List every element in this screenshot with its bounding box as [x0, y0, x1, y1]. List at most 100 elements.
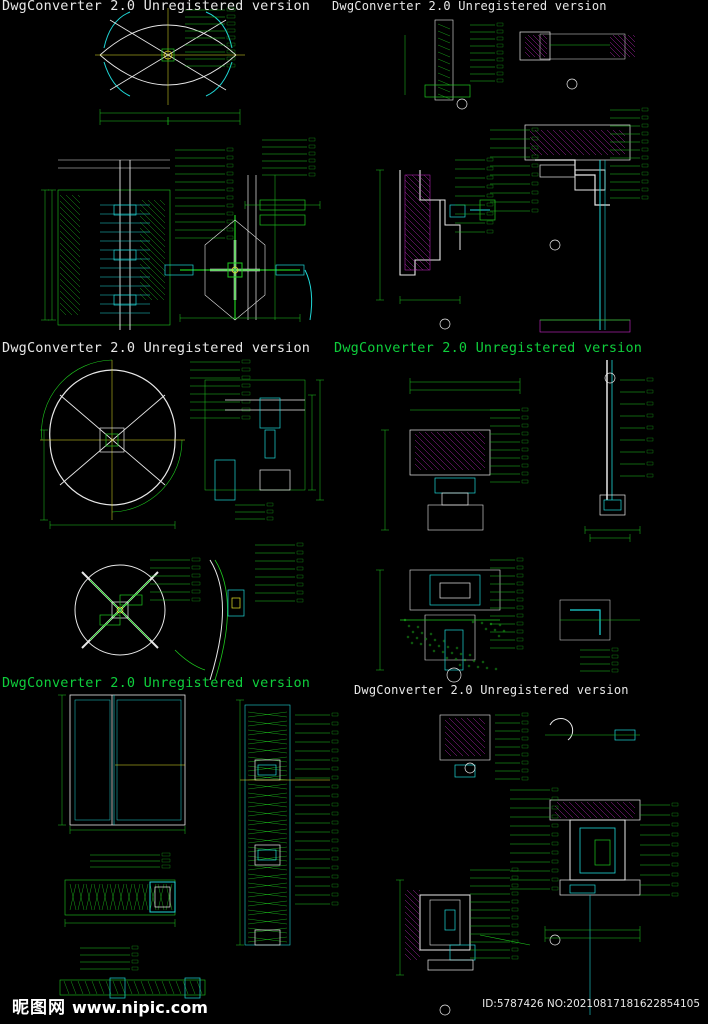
cad-line-129 [139, 209, 166, 236]
cad-line-739 [415, 636, 419, 640]
cad-line-659 [521, 431, 529, 436]
cad-line-914 [404, 947, 418, 961]
cad-line-245 [231, 597, 241, 609]
cad-line-684 [599, 494, 626, 516]
cad-line-763 [516, 573, 524, 578]
cad-line-534 [641, 107, 649, 112]
cad-line-525 [612, 129, 626, 143]
cad-line-847 [616, 801, 634, 819]
cad-line-295 [141, 883, 149, 911]
cad-line-750 [458, 663, 462, 667]
cad-line-250 [296, 550, 304, 555]
cad-line-358 [247, 765, 288, 772]
cad-line-520 [582, 129, 609, 156]
cad-line-317 [84, 980, 91, 995]
cad-line-208 [259, 469, 291, 491]
cad-line-495 [609, 51, 616, 58]
cad-line-862 [551, 805, 559, 810]
cad-line-346 [247, 711, 288, 718]
cad-line-568 [531, 172, 539, 177]
cad-line-299 [157, 883, 165, 911]
cad-line-424 [331, 802, 339, 807]
cad-line-227 [116, 606, 124, 614]
cad-line-237 [191, 581, 201, 586]
cad-line-769 [516, 597, 524, 602]
cad-line-260 [296, 590, 304, 595]
cad-line-686 [604, 372, 616, 384]
cad-line-948 [511, 947, 519, 952]
cad-line-330 [175, 980, 182, 995]
cad-line-518 [570, 129, 597, 156]
cad-line-91 [226, 147, 234, 152]
cad-line-103 [226, 195, 234, 200]
cad-line-572 [531, 190, 539, 195]
cad-line-599 [417, 174, 431, 188]
cad-line-810 [454, 764, 476, 778]
cad-line-277 [69, 883, 77, 911]
cad-line-713 [439, 582, 471, 599]
cad-line-2 [103, 11, 131, 49]
cad-line-488 [524, 41, 541, 58]
cad-line-845 [604, 801, 622, 819]
cad-line-95 [226, 163, 234, 168]
cad-line-944 [511, 931, 519, 936]
cad-line-189 [241, 367, 251, 372]
cad-line-25 [226, 49, 236, 54]
cad-line-400 [257, 849, 277, 861]
cad-line-655 [521, 415, 529, 420]
cad-line-924 [406, 889, 421, 904]
cad-line-434 [331, 847, 339, 852]
cad-line-315 [70, 980, 77, 995]
cad-line-105 [226, 203, 234, 208]
cad-line-45 [59, 284, 81, 306]
cad-line-650 [441, 492, 469, 506]
cad-line-605 [479, 199, 496, 221]
cad-line-321 [112, 980, 119, 995]
cad-line-63 [77, 194, 81, 198]
cad-line-101 [226, 187, 234, 192]
cad-line-29 [226, 63, 236, 68]
cad-line-558 [531, 127, 539, 132]
cad-line-602 [449, 204, 466, 218]
cad-line-566 [531, 163, 539, 168]
cad-line-746 [406, 635, 410, 639]
cad-line-698 [646, 437, 654, 442]
cad-line-647 [472, 431, 486, 445]
cad-line-552 [641, 179, 649, 184]
cad-line-838 [562, 801, 580, 819]
cad-line-919 [404, 917, 421, 934]
cad-line-920 [404, 911, 421, 928]
watermark-top-left: DwgConverter 2.0 Unregistered version [2, 0, 311, 14]
cad-line-876 [551, 868, 559, 873]
cad-line-815 [521, 720, 529, 725]
cad-line-309 [161, 864, 171, 869]
cad-line-823 [521, 752, 529, 757]
cad-line-954 [439, 1004, 451, 1016]
cad-line-852 [594, 839, 611, 866]
cad-line-23 [226, 42, 236, 47]
cad-line-366 [247, 801, 288, 808]
cad-line-576 [531, 208, 539, 213]
cad-line-868 [551, 832, 559, 837]
cad-line-694 [646, 413, 654, 418]
cad-line-79 [113, 204, 137, 216]
cad-line-574 [531, 199, 539, 204]
cad-line-808 [472, 717, 486, 731]
cad-line-56 [59, 218, 81, 240]
cad-line-11 [163, 50, 173, 60]
cad-line-685 [603, 499, 622, 511]
cad-line-172 [41, 359, 113, 441]
cad-line-17 [226, 21, 236, 26]
cad-line-955 [479, 934, 531, 946]
cad-line-588 [404, 227, 431, 254]
logo-url: www.nipic.com [72, 998, 208, 1017]
cad-line-798 [444, 749, 452, 757]
cad-line-44 [59, 290, 81, 312]
cad-line-516 [558, 129, 585, 156]
cad-line-47 [59, 272, 81, 294]
cad-line-376 [247, 846, 288, 853]
cad-line-344 [244, 704, 291, 946]
cad-line-132 [147, 199, 166, 218]
cad-line-621 [486, 220, 494, 225]
cad-line-170 [111, 439, 176, 506]
